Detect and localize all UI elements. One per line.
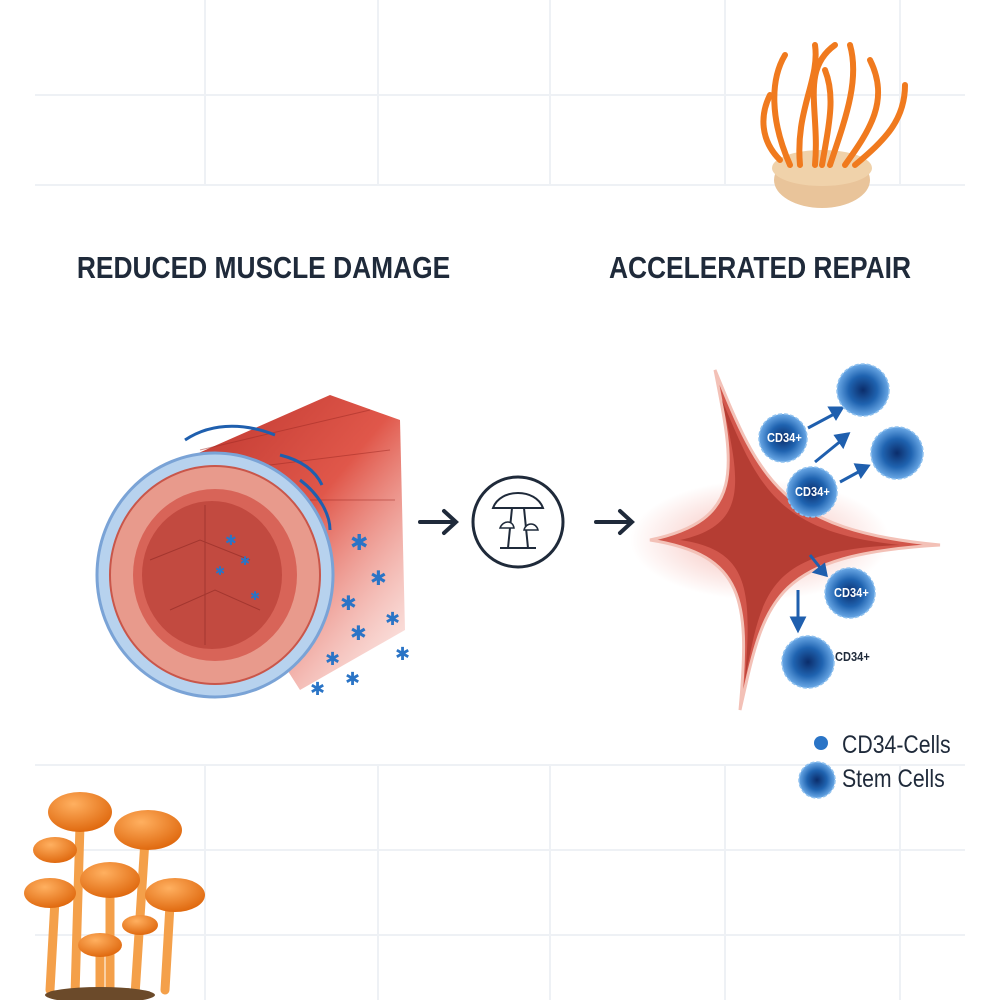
- svg-text:✱: ✱: [325, 649, 340, 669]
- cd34-label: CD34+: [835, 649, 870, 664]
- legend-cd34-cells: CD34-Cells: [842, 731, 951, 759]
- arrow-right-icon: [594, 509, 635, 535]
- stem-cell: [836, 363, 890, 417]
- cd34-cell: [786, 466, 838, 518]
- heading-reduced-muscle-damage: REDUCED MUSCLE DAMAGE: [76, 250, 451, 285]
- heading-accelerated-repair: ACCELERATED REPAIR: [608, 250, 912, 285]
- cordyceps-image: [760, 42, 908, 208]
- svg-text:✱: ✱: [240, 554, 250, 568]
- svg-text:✱: ✱: [395, 644, 410, 664]
- mushroom-icon: [471, 475, 565, 569]
- cd34-label: CD34+: [834, 585, 869, 600]
- cd34-cell: [824, 567, 876, 619]
- legend-stem-cells: Stem Cells: [842, 765, 945, 793]
- svg-text:✱: ✱: [345, 669, 360, 689]
- legend-stem-cell-icon: [798, 761, 836, 799]
- cd34-cell: [758, 413, 808, 463]
- svg-text:✱: ✱: [385, 609, 400, 629]
- cd34-cell: [781, 635, 835, 689]
- svg-text:✱: ✱: [250, 589, 260, 603]
- arrow-right-icon: [418, 509, 459, 535]
- svg-text:✱: ✱: [340, 593, 357, 615]
- legend-dot-icon: [814, 736, 828, 750]
- cell-migration-arrows: [789, 406, 871, 634]
- svg-text:✱: ✱: [350, 530, 368, 555]
- svg-text:✱: ✱: [350, 623, 367, 645]
- svg-text:✱: ✱: [225, 532, 237, 548]
- svg-text:✱: ✱: [370, 568, 387, 590]
- stem-cell: [870, 426, 924, 480]
- damage-particles: ✱ ✱ ✱ ✱ ✱ ✱ ✱ ✱ ✱ ✱ ✱ ✱ ✱: [215, 530, 410, 699]
- muscle-fiber-illustration: ✱ ✱ ✱ ✱ ✱ ✱ ✱ ✱ ✱ ✱ ✱ ✱ ✱: [95, 395, 410, 699]
- svg-text:✱: ✱: [215, 564, 225, 578]
- mushroom-cluster-image: [24, 792, 205, 1000]
- cd34-label: CD34+: [767, 430, 802, 445]
- cd34-label: CD34+: [795, 484, 830, 499]
- svg-text:✱: ✱: [310, 679, 325, 699]
